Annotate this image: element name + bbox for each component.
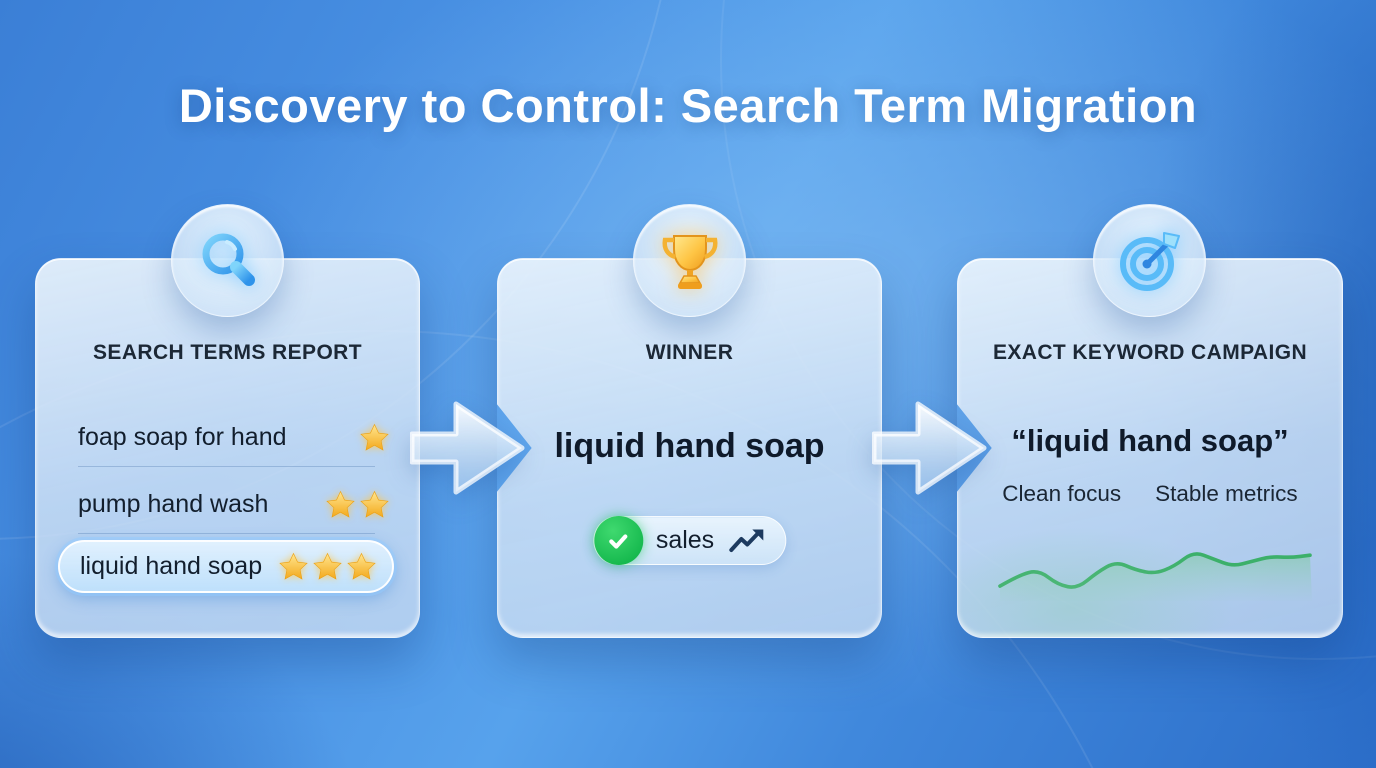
search-term-row: pump hand wash bbox=[36, 476, 419, 533]
star-rating bbox=[279, 552, 376, 581]
icon-badge bbox=[171, 204, 284, 317]
performance-sparkline-chart bbox=[998, 552, 1312, 601]
search-term-row: foap soap for hand bbox=[36, 409, 419, 466]
star-icon bbox=[326, 490, 355, 519]
magnifier-search-icon bbox=[202, 233, 255, 286]
card-winner: WINNER liquid hand soap sales bbox=[497, 258, 882, 638]
row-divider bbox=[78, 466, 375, 467]
card-search-terms-report: SEARCH TERMS REPORT foap soap for hand p… bbox=[35, 258, 420, 638]
arrow-right-icon bbox=[410, 401, 525, 495]
search-term-label: liquid hand soap bbox=[80, 552, 263, 580]
star-rating bbox=[326, 490, 389, 519]
benefit-label: Clean focus bbox=[1002, 481, 1122, 506]
card-heading: SEARCH TERMS REPORT bbox=[93, 341, 362, 364]
check-circle-icon bbox=[593, 516, 643, 565]
icon-badge bbox=[633, 204, 746, 317]
search-term-label: foap soap for hand bbox=[78, 423, 287, 451]
target-dart-icon bbox=[1119, 231, 1180, 291]
search-term-label: pump hand wash bbox=[78, 490, 269, 518]
card-heading: WINNER bbox=[645, 341, 734, 364]
benefit-label: Stable metrics bbox=[1155, 481, 1298, 506]
trophy-icon bbox=[661, 234, 718, 289]
card-heading: EXACT KEYWORD CAMPAIGN bbox=[992, 341, 1308, 364]
star-rating bbox=[360, 423, 389, 452]
sales-badge: sales bbox=[592, 516, 787, 565]
winning-term: liquid hand soap bbox=[554, 427, 825, 465]
campaign-benefit-labels: Clean focus Stable metrics bbox=[958, 481, 1342, 507]
row-divider bbox=[78, 533, 375, 534]
highlighted-search-term-row: liquid hand soap bbox=[58, 540, 394, 593]
icon-badge bbox=[1093, 204, 1206, 317]
star-icon bbox=[279, 552, 308, 581]
card-exact-keyword-campaign: EXACT KEYWORD CAMPAIGN “liquid hand soap… bbox=[957, 258, 1343, 638]
star-icon bbox=[313, 552, 342, 581]
trending-up-icon bbox=[727, 526, 767, 556]
star-icon bbox=[360, 423, 389, 452]
sales-label: sales bbox=[655, 526, 715, 554]
exact-keyword-term: “liquid hand soap” bbox=[1011, 423, 1289, 458]
arrow-right-icon bbox=[872, 401, 987, 495]
star-icon bbox=[360, 490, 389, 519]
page-title: Discovery to Control: Search Term Migrat… bbox=[178, 79, 1198, 132]
star-icon bbox=[347, 552, 376, 581]
